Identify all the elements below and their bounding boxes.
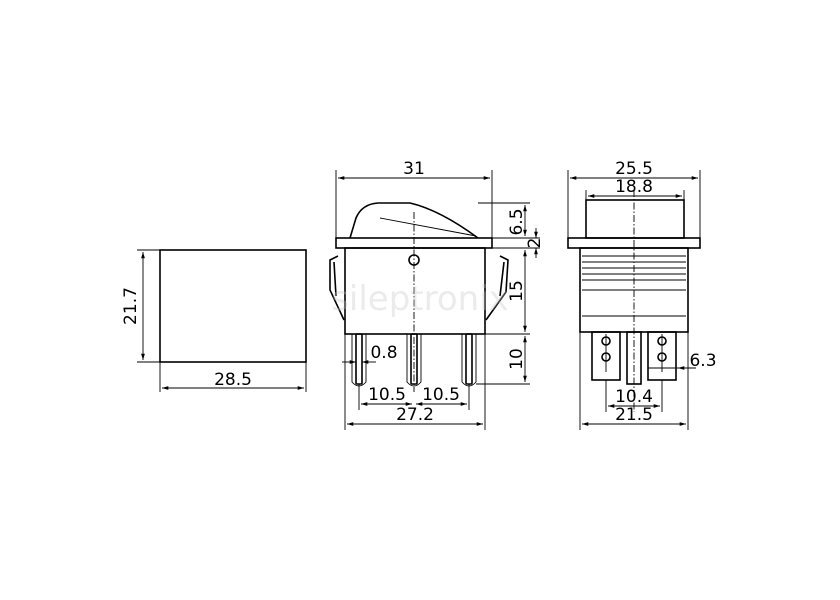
terminal-left — [355, 333, 363, 385]
terminal-spacing-label: 10.4 — [615, 387, 653, 407]
side-view: 21.7 28.5 — [121, 249, 307, 392]
end-view: 25.5 18.8 6.3 10.4 21.5 — [567, 159, 717, 430]
terminal-length-label: 10 — [507, 348, 527, 370]
terminal-width-label: 6.3 — [689, 351, 716, 371]
side-width-label: 28.5 — [214, 370, 252, 390]
end-terminal-center — [626, 331, 642, 385]
front-view: 31 6.5 2 15 10 0.8 10.5 10.5 27.2 — [329, 159, 545, 430]
front-body-width-label: 27.2 — [396, 405, 434, 425]
end-overall-width-label: 25.5 — [615, 159, 653, 179]
end-body-width-label: 21.5 — [615, 405, 653, 425]
side-height-label: 21.7 — [121, 287, 141, 325]
pitch-right-label: 10.5 — [422, 385, 460, 405]
right-clip — [485, 255, 509, 321]
terminal-thickness-label: 0.8 — [370, 343, 397, 363]
left-clip — [329, 255, 345, 321]
pitch-left-label: 10.5 — [368, 385, 406, 405]
terminal-right — [465, 333, 473, 385]
body-height-label: 15 — [507, 280, 527, 302]
front-overall-width-label: 31 — [403, 159, 425, 179]
end-rocker-width-label: 18.8 — [615, 177, 653, 197]
rocker-actuator — [349, 202, 479, 239]
side-view-body — [159, 249, 307, 363]
rocker-height-label: 6.5 — [507, 208, 527, 235]
terminal-middle — [410, 333, 418, 385]
end-rocker — [585, 199, 685, 239]
flange-thickness-label: 2 — [525, 238, 545, 249]
watermark: sileptronix — [331, 279, 509, 319]
